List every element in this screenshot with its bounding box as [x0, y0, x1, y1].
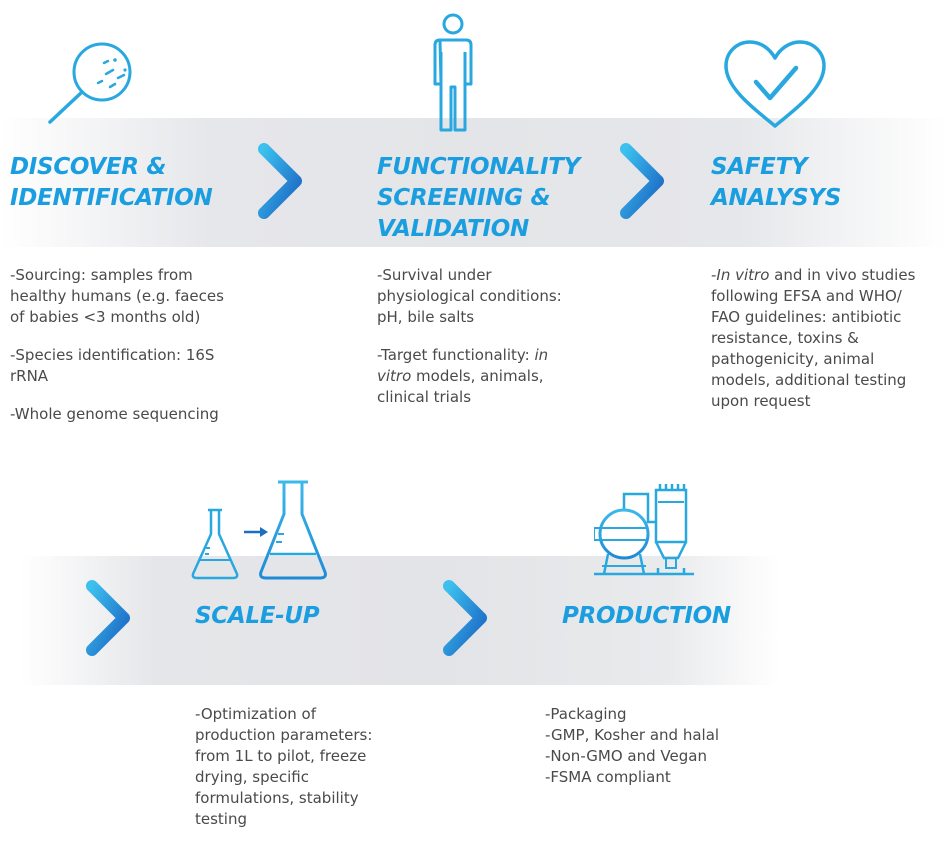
description-line: models, additional testing	[711, 371, 907, 389]
description-line: formulations, stability	[195, 789, 359, 807]
title-line: VALIDATION	[377, 216, 529, 242]
description-line: -Survival under	[377, 266, 492, 284]
step-title-functionality: FUNCTIONALITY SCREENING & VALIDATION	[377, 152, 580, 245]
description-line: following EFSA and WHO/	[711, 287, 902, 305]
top-band	[0, 118, 947, 247]
description-line: -FSMA compliant	[545, 768, 671, 786]
chevron-right-icon	[86, 580, 132, 660]
chevron-right-icon	[443, 580, 489, 660]
description-line: -Optimization of	[195, 705, 317, 723]
description-line: -Sourcing: samples from	[10, 266, 193, 284]
description-line: pathogenicity, animal	[711, 350, 875, 368]
description-line: FAO guidelines: antibiotic	[711, 308, 902, 326]
description-line: -In vitro and in vivo studies	[711, 266, 916, 284]
description-line: testing	[195, 810, 248, 828]
description-line: resistance, toxins &	[711, 329, 859, 347]
description-line: -Non-GMO and Vegan	[545, 747, 707, 765]
description-line: vitro models, animals,	[377, 367, 544, 385]
description-line: -Packaging	[545, 705, 627, 723]
description-line: physiological conditions:	[377, 287, 562, 305]
description-line: -Species identification: 16S	[10, 346, 215, 364]
description-line: -Target functionality: in	[377, 346, 549, 364]
description-line: clinical trials	[377, 388, 472, 406]
factory-icon	[593, 482, 694, 582]
title-line: PRODUCTION	[562, 603, 731, 629]
person-icon	[430, 12, 476, 138]
magnifier-icon	[40, 34, 140, 133]
description-line: upon request	[711, 392, 811, 410]
step-description-discover: -Sourcing: samples from healthy humans (…	[10, 265, 224, 425]
step-title-safety: SAFETY ANALYSYS	[711, 152, 841, 214]
step-description-functionality: -Survival under physiological conditions…	[377, 265, 562, 408]
title-line: ANALYSYS	[711, 185, 841, 211]
description-line: -Whole genome sequencing	[10, 405, 219, 423]
title-line: IDENTIFICATION	[10, 185, 213, 211]
description-line: drying, specific	[195, 768, 309, 786]
chevron-right-icon	[620, 143, 666, 223]
description-line: pH, bile salts	[377, 308, 475, 326]
flask-icon	[188, 478, 333, 586]
title-line: SCREENING &	[377, 185, 551, 211]
step-title-discover: DISCOVER & IDENTIFICATION	[10, 152, 213, 214]
title-line: SCALE-UP	[195, 603, 320, 629]
step-description-safety: -In vitro and in vivo studies following …	[711, 265, 915, 412]
description-line: from 1L to pilot, freeze	[195, 747, 367, 765]
title-line: FUNCTIONALITY	[377, 154, 581, 180]
chevron-right-icon	[258, 143, 304, 223]
description-line: -GMP, Kosher and halal	[545, 726, 720, 744]
title-line: DISCOVER &	[10, 154, 167, 180]
description-line: healthy humans (e.g. faeces	[10, 287, 224, 305]
heart-check-icon	[720, 38, 830, 137]
description-line: rRNA	[10, 367, 49, 385]
description-line: production parameters:	[195, 726, 373, 744]
description-line: of babies <3 months old)	[10, 308, 201, 326]
bottom-band	[20, 556, 780, 685]
step-title-production: PRODUCTION	[562, 601, 731, 632]
step-description-scale-up: -Optimization of production parameters: …	[195, 704, 372, 830]
step-description-production: -Packaging -GMP, Kosher and halal -Non-G…	[545, 704, 719, 788]
title-line: SAFETY	[711, 154, 808, 180]
step-title-scale-up: SCALE-UP	[195, 601, 320, 632]
